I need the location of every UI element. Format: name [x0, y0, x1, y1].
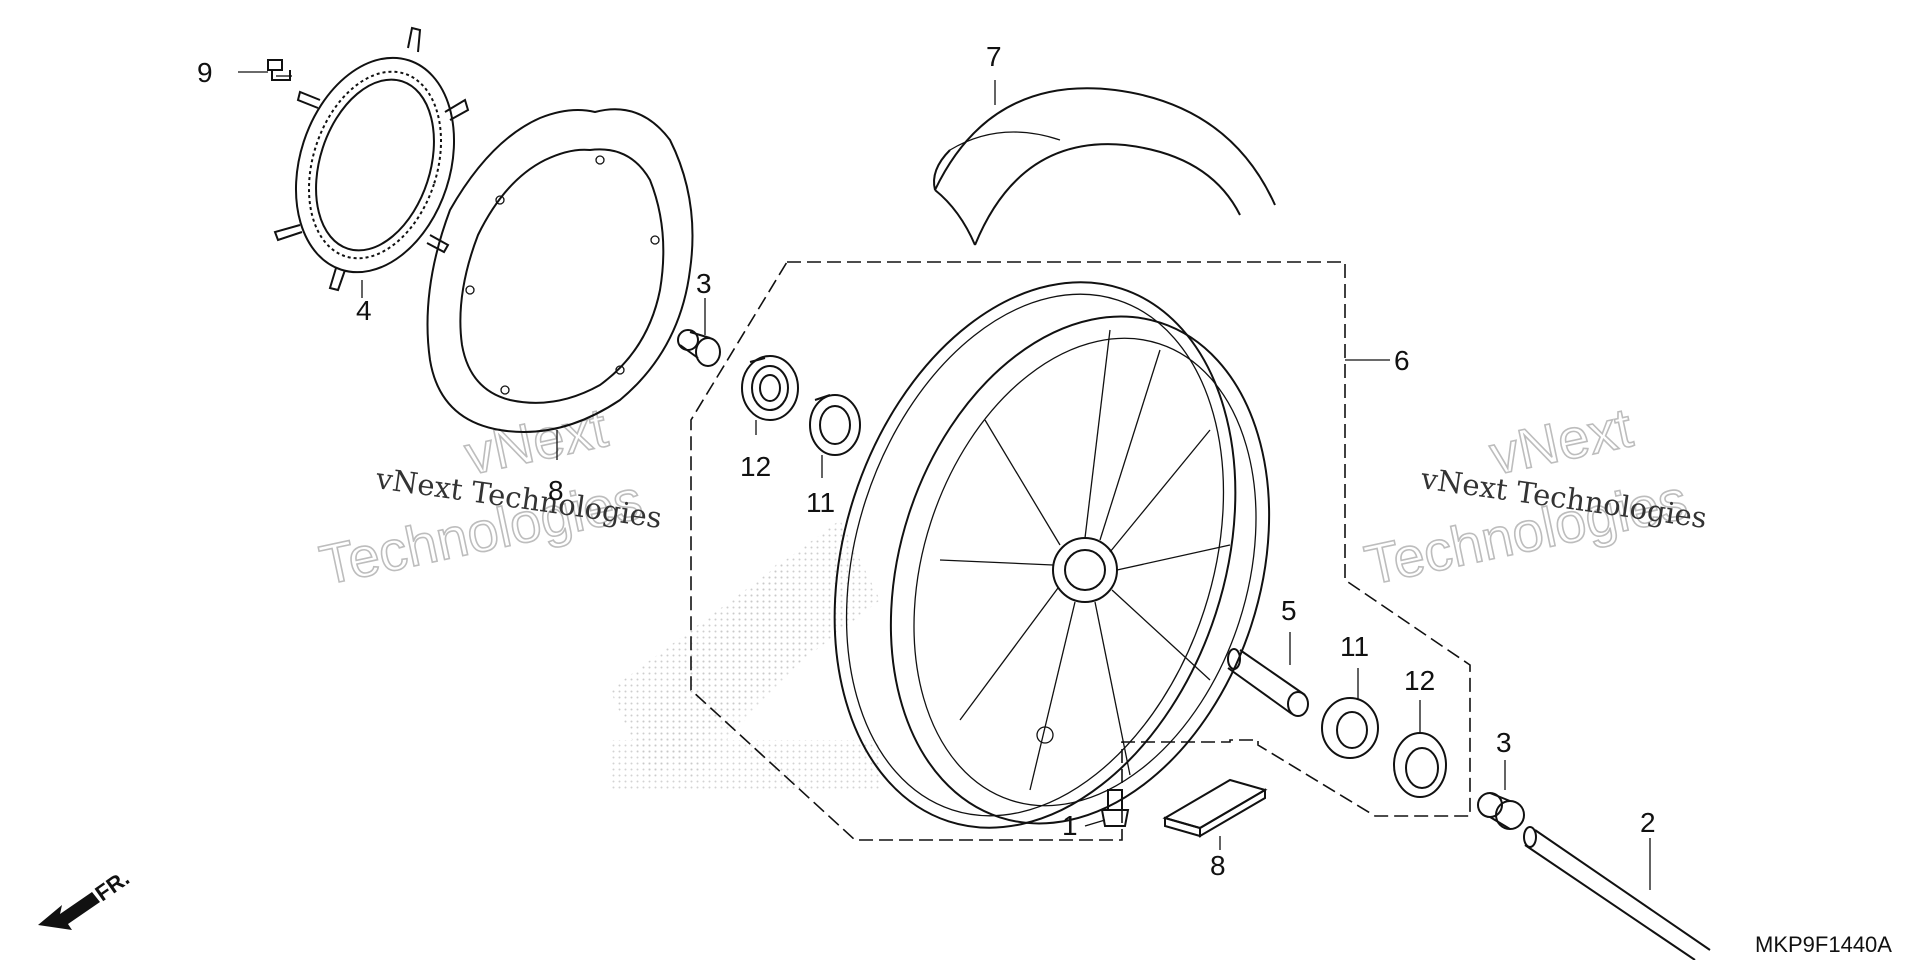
callout-3-left: 3	[696, 268, 712, 299]
callout-3-right: 3	[1496, 727, 1512, 758]
callout-5: 5	[1281, 595, 1297, 626]
callout-8: 8	[1210, 850, 1226, 881]
front-direction-indicator: FR.	[38, 865, 134, 930]
callout-4: 4	[356, 295, 372, 326]
assembly-boundary-6	[690, 261, 1471, 841]
watermark-right: vNext Technologies vNext Technologies	[1359, 394, 1709, 597]
part-5-collar	[1227, 648, 1309, 717]
callout-9: 8	[548, 475, 564, 506]
callout-11-right: 11	[1340, 631, 1369, 662]
watermark-left: vNext Technologies vNext Technologies	[314, 394, 664, 597]
diagram-code: MKP9F1440A	[1755, 932, 1892, 957]
callout-7: 7	[986, 41, 1002, 72]
part-2-axle	[1523, 826, 1711, 960]
part-9-brake-disc	[426, 108, 694, 433]
part-12-bearing-left	[741, 355, 799, 421]
callout-12-right: 12	[1404, 665, 1435, 696]
part-3-collar-left	[677, 329, 721, 367]
watermark-left-line1: vNext	[459, 395, 613, 486]
part-8-balance-weight	[1162, 778, 1268, 838]
callout-12-left: 12	[740, 451, 771, 482]
dotted-background-logo	[610, 520, 880, 790]
leader-lines	[238, 71, 1651, 890]
callout-10: 9	[197, 57, 213, 88]
part-10-bolt	[267, 59, 292, 81]
callouts: 9 4 8 7 3 12 11 6 5 11 12 3 2 1 8	[197, 41, 1656, 881]
callout-1: 1	[1062, 810, 1078, 841]
part-11-seal-right	[1321, 697, 1379, 759]
part-11-seal-left	[809, 394, 861, 456]
callout-6: 6	[1394, 345, 1410, 376]
part-4-pulser-ring	[273, 26, 470, 292]
part-12-bearing-right	[1393, 732, 1447, 798]
callout-2: 2	[1640, 807, 1656, 838]
callout-11-left: 11	[806, 487, 835, 518]
part-7-tire	[933, 87, 1276, 246]
part-6-wheel	[833, 281, 1271, 829]
part-3-collar-right	[1477, 792, 1525, 830]
front-arrow-icon	[38, 892, 100, 930]
